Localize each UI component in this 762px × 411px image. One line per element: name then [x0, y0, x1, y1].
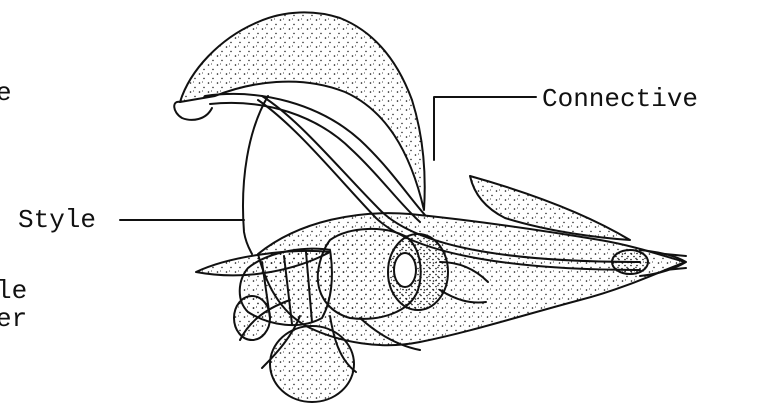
upper-petal — [180, 12, 425, 210]
label-cut-mid2: er — [0, 306, 27, 332]
label-connective: Connective — [542, 86, 698, 112]
label-style: Style — [18, 207, 96, 233]
pollen-sac — [270, 326, 354, 402]
style-filament — [243, 96, 268, 254]
bee-eye — [394, 253, 416, 287]
spur-tip — [612, 250, 648, 274]
label-cut-mid1: le — [0, 278, 27, 304]
connective-leader — [434, 97, 536, 160]
petal-tip — [174, 102, 212, 120]
label-cut-top: e — [0, 80, 12, 106]
